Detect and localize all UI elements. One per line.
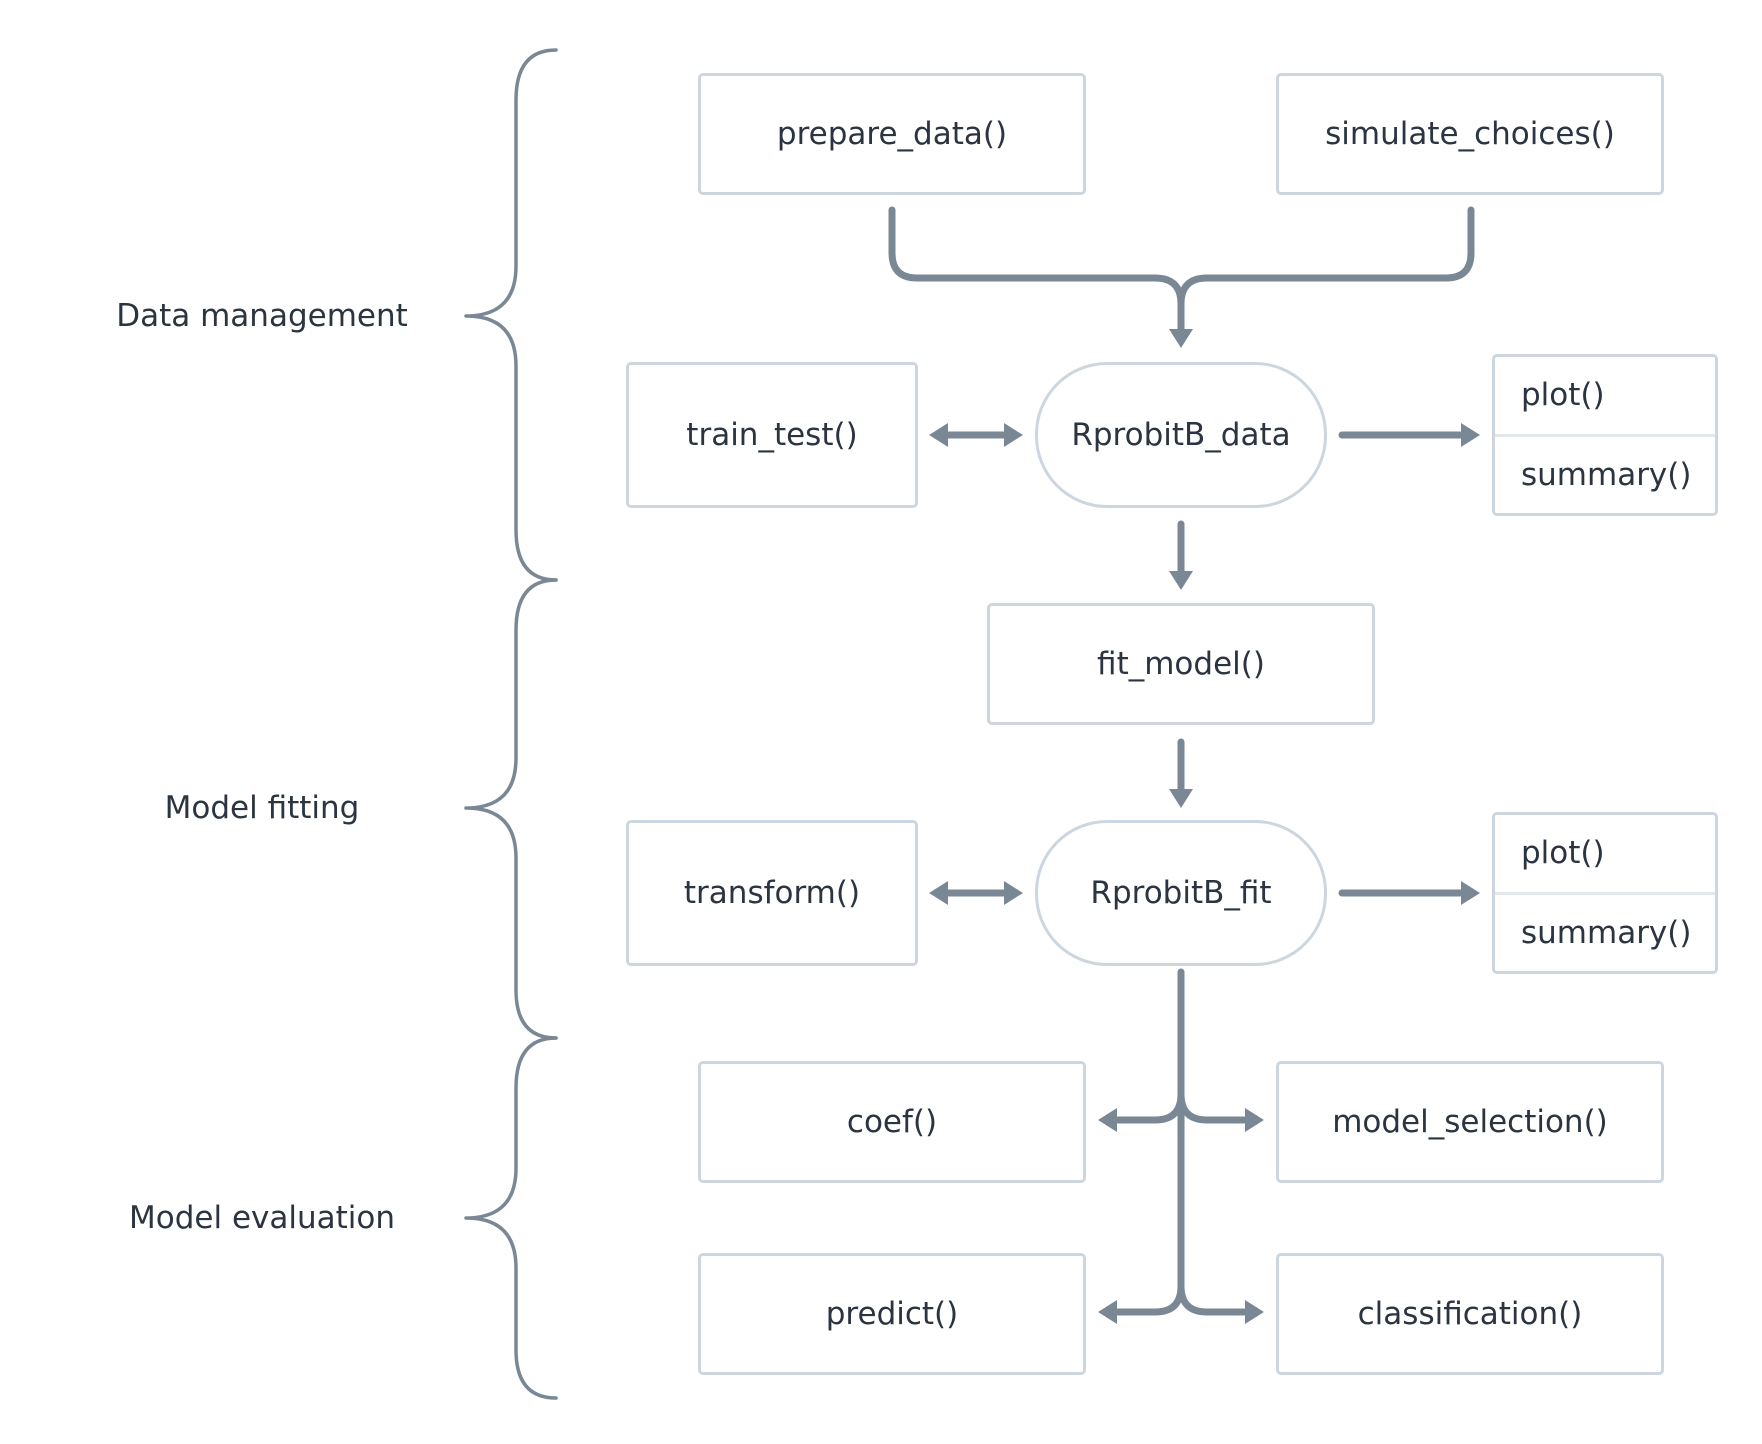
connector-to-coef <box>1114 1090 1185 1124</box>
arrowhead-to-rprobitb-data <box>1169 329 1193 348</box>
connector-to-classification <box>1177 1282 1248 1316</box>
arrowhead-right-transform <box>1004 881 1023 905</box>
node-predict: predict() <box>698 1253 1086 1375</box>
brace-model-evaluation <box>464 1036 558 1400</box>
arrowhead-to-model-selection <box>1245 1108 1264 1132</box>
arrowhead-to-fit-model <box>1169 571 1193 590</box>
connector-simulate-choices <box>1177 206 1475 308</box>
method-summary: summary() <box>1495 891 1715 972</box>
arrowhead-to-fit-methods <box>1461 881 1480 905</box>
connector-to-predict <box>1114 1282 1185 1316</box>
node-rprobitb-data: RprobitB_data <box>1035 362 1327 508</box>
node-rprobitb-fit: RprobitB_fit <box>1035 820 1327 966</box>
arrowhead-to-data-methods <box>1461 423 1480 447</box>
connector-prepare-data <box>888 206 1185 334</box>
brace-data-management <box>464 48 558 582</box>
node-coef: coef() <box>698 1061 1086 1183</box>
method-plot: plot() <box>1521 835 1605 872</box>
arrowhead-left-transform <box>929 881 948 905</box>
node-fit-methods: plot() summary() <box>1492 812 1718 974</box>
arrowhead-to-coef <box>1098 1108 1117 1132</box>
node-classification: classification() <box>1276 1253 1664 1375</box>
arrowhead-right-train-test <box>1004 423 1023 447</box>
brace-model-fitting <box>464 578 558 1040</box>
node-data-methods: plot() summary() <box>1492 354 1718 516</box>
method-plot: plot() <box>1521 377 1605 414</box>
section-label-data-management: Data management <box>116 298 408 334</box>
arrowhead-left-train-test <box>929 423 948 447</box>
node-fit-model: fit_model() <box>987 603 1375 725</box>
node-prepare-data: prepare_data() <box>698 73 1086 195</box>
node-train-test: train_test() <box>626 362 918 508</box>
arrowhead-to-classification <box>1245 1300 1264 1324</box>
node-transform: transform() <box>626 820 918 966</box>
method-summary: summary() <box>1495 433 1715 514</box>
arrowhead-to-predict <box>1098 1300 1117 1324</box>
node-model-selection: model_selection() <box>1276 1061 1664 1183</box>
connector-to-model-selection <box>1177 1090 1248 1124</box>
node-simulate-choices: simulate_choices() <box>1276 73 1664 195</box>
section-label-model-fitting: Model fitting <box>164 790 360 826</box>
section-label-model-evaluation: Model evaluation <box>129 1200 395 1236</box>
arrowhead-to-rprobitb-fit <box>1169 789 1193 808</box>
